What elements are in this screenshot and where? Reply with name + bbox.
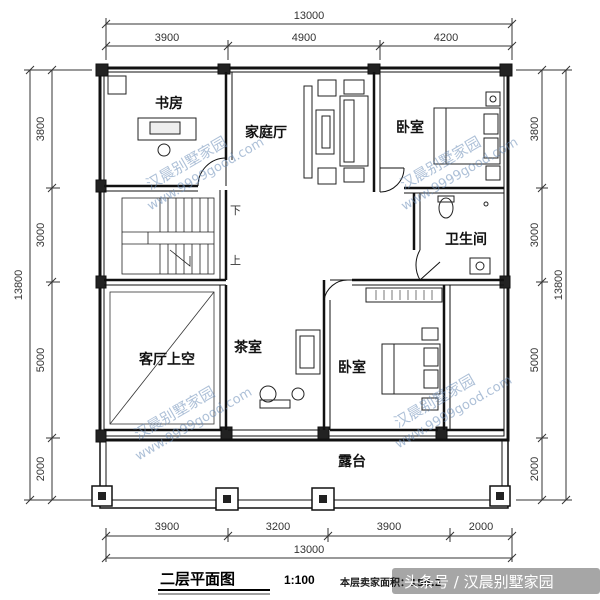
bedroom-ne-bed: [433, 91, 501, 181]
interior-walls: [104, 72, 504, 432]
dim-bottom-seg-2: 3200: [266, 521, 290, 533]
left-dimensions: [24, 65, 92, 505]
dim-right-total: 13800: [553, 270, 565, 301]
dim-top-total: 13000: [294, 10, 325, 22]
family-room-sofa: [303, 79, 369, 185]
exterior-walls: [98, 66, 510, 509]
dim-bottom-seg-4: 2000: [469, 521, 493, 533]
drawing-scale: 1:100: [284, 573, 315, 587]
dim-right-seg-1: 3800: [529, 117, 541, 141]
stair-down-label: 下: [230, 205, 241, 217]
dim-bottom-seg-1: 3900: [155, 521, 179, 533]
room-label-bathroom: 卫生间: [445, 231, 487, 248]
right-dimensions: [516, 65, 572, 505]
study-desk: [107, 75, 197, 157]
brand-text: 头条号 / 汉晨别墅家园: [404, 573, 554, 591]
room-label-bedroom-ne: 卧室: [396, 119, 424, 136]
dim-bottom-total: 13000: [294, 544, 325, 556]
dim-left-seg-4: 2000: [35, 457, 47, 481]
room-label-terrace: 露台: [338, 453, 366, 470]
dim-left-seg-1: 3800: [35, 117, 47, 141]
dim-top-seg-1: 3900: [155, 32, 179, 44]
room-label-tea-room: 茶室: [233, 339, 262, 356]
bottom-dimensions: [101, 528, 517, 563]
room-label-bedroom-se: 卧室: [338, 359, 366, 376]
dim-right-seg-4: 2000: [529, 457, 541, 481]
room-label-study: 书房: [155, 95, 183, 112]
dim-left-seg-2: 3000: [35, 223, 47, 247]
dim-top-seg-3: 4200: [434, 32, 458, 44]
dim-bottom-seg-3: 3900: [377, 521, 401, 533]
top-dimensions: [101, 18, 517, 60]
watermark-lower-left: 汉晨别墅家园 www.9999good.com: [131, 383, 255, 464]
dim-top-seg-2: 4900: [292, 32, 316, 44]
brand-badge: [392, 568, 600, 594]
terrace-columns: [91, 485, 511, 511]
dim-left-total: 13800: [13, 270, 25, 301]
doors: [197, 157, 441, 301]
drawing-title: 二层平面图: [160, 570, 235, 588]
wardrobe-hangers: [375, 290, 433, 300]
bedroom-se-bed: [365, 287, 443, 411]
stair-up-label: 上: [230, 254, 241, 267]
living-void-outline: [109, 291, 215, 425]
area-note: 本层卖家面积：156.2: [340, 576, 442, 589]
dim-left-seg-3: 5000: [35, 348, 47, 372]
room-label-family-room: 家庭厅: [245, 124, 287, 141]
dim-right-seg-3: 5000: [529, 348, 541, 372]
dim-right-seg-2: 3000: [529, 223, 541, 247]
bathroom-fixtures: [437, 195, 491, 275]
tea-room-furniture: [259, 329, 321, 409]
columns: [95, 63, 513, 443]
staircase: [121, 197, 215, 275]
watermark-lower-right: 汉晨别墅家园 www.9999good.com: [391, 371, 515, 452]
room-label-living-void: 客厅上空: [138, 351, 195, 368]
